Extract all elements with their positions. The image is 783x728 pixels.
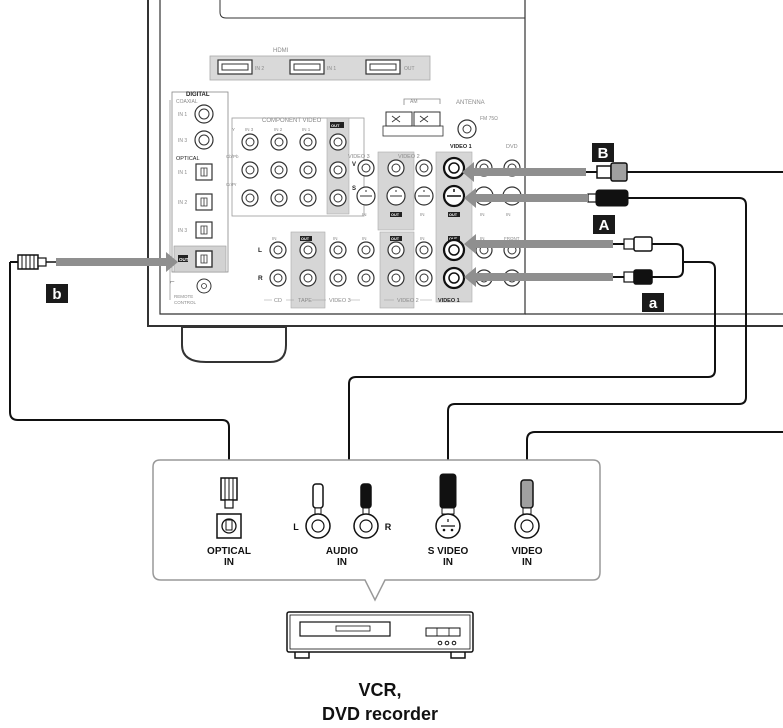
fm-antenna-jack — [458, 120, 476, 138]
svg-text:V: V — [352, 162, 356, 168]
component-jacks — [242, 134, 346, 206]
device-name-line1: VCR, — [358, 680, 401, 700]
svg-text:B: B — [598, 145, 609, 162]
digital-title: DIGITAL — [186, 92, 210, 98]
hdmi-out-label: OUT — [404, 66, 415, 72]
svg-text:L: L — [293, 522, 299, 532]
svg-text:A: A — [599, 217, 610, 234]
svg-text:IN 2: IN 2 — [274, 127, 283, 132]
digital-section: DIGITAL COAXIAL IN 1 IN 3 OPTICAL IN 1 I… — [170, 92, 228, 305]
svg-text:IN: IN — [420, 236, 425, 241]
svg-text:IN 3: IN 3 — [178, 228, 187, 234]
hdmi-out-port — [366, 60, 400, 74]
optical-cable-b — [10, 262, 229, 478]
plug-b-optical — [18, 255, 56, 269]
optical-label: OPTICAL — [176, 156, 200, 162]
hdmi-in1-port — [290, 60, 324, 74]
vcr-device-icon — [287, 612, 473, 658]
svg-text:IN 3: IN 3 — [245, 127, 254, 132]
svg-text:VIDEO 2: VIDEO 2 — [397, 298, 419, 304]
video1-video-jack — [444, 158, 464, 178]
svg-text:IN: IN — [443, 557, 453, 568]
antenna-section: AM ANTENNA FM 75Ω — [383, 99, 498, 138]
svg-text:CD: CD — [274, 298, 282, 304]
svg-text:b: b — [52, 286, 61, 303]
svg-text:IN 1: IN 1 — [178, 170, 187, 176]
svg-text:FM 75Ω: FM 75Ω — [480, 116, 498, 122]
am-terminal-1 — [386, 112, 412, 126]
svg-text:OUT: OUT — [331, 123, 340, 128]
remote-control-jack — [197, 279, 211, 293]
svg-text:TAPE: TAPE — [298, 298, 312, 304]
optical-out-label: OUT — [179, 257, 189, 262]
svg-text:IN: IN — [506, 212, 511, 217]
video1-audio-out-r-jack — [444, 268, 464, 288]
svg-text:REMOTE: REMOTE — [174, 294, 193, 299]
svg-text:⌐: ⌐ — [170, 277, 175, 286]
hdmi-in1-label: IN 1 — [327, 66, 336, 72]
svg-text:OPTICAL: OPTICAL — [207, 546, 251, 557]
svg-text:Cr/Pr: Cr/Pr — [226, 182, 237, 187]
device-name-line2: DVD recorder — [322, 704, 438, 724]
svg-text:IN: IN — [420, 212, 425, 217]
antenna-title: ANTENNA — [456, 100, 485, 106]
svg-text:IN 3: IN 3 — [178, 138, 187, 144]
svg-text:IN: IN — [522, 557, 532, 568]
svg-text:IN: IN — [362, 212, 367, 217]
svg-text:VIDEO 2: VIDEO 2 — [398, 154, 420, 160]
svg-text:IN: IN — [337, 557, 347, 568]
svg-text:OUT: OUT — [391, 213, 400, 217]
svg-text:IN 1: IN 1 — [178, 112, 187, 118]
coaxial-in3-jack — [195, 131, 213, 149]
video1-audio-out-l-jack — [444, 240, 464, 260]
svideo-cable-a — [448, 198, 746, 475]
svg-text:IN: IN — [480, 212, 485, 217]
coaxial-label: COAXIAL — [176, 99, 198, 105]
svg-text:IN: IN — [362, 236, 367, 241]
svg-text:VIDEO: VIDEO — [511, 546, 542, 557]
hdmi-in2-label: IN 2 — [255, 66, 264, 72]
component-video-section: COMPONENT VIDEO Y IN 3 IN 2 IN 1 OUT Cb/… — [226, 118, 364, 216]
video1-bottom-label: VIDEO 1 — [438, 298, 460, 304]
component-video-title: COMPONENT VIDEO — [262, 118, 322, 124]
plug-a-audio-l — [613, 237, 652, 251]
svg-text:S VIDEO: S VIDEO — [428, 546, 469, 557]
svg-text:OUT: OUT — [449, 213, 458, 217]
svg-text:VIDEO 3: VIDEO 3 — [329, 298, 351, 304]
svg-text:AM: AM — [410, 99, 418, 105]
svg-text:OUT: OUT — [391, 237, 400, 241]
video1-top-label: VIDEO 1 — [450, 144, 472, 150]
svg-text:OUT: OUT — [301, 237, 310, 241]
svg-text:AUDIO: AUDIO — [326, 546, 358, 557]
svg-text:Y: Y — [232, 127, 235, 132]
svg-text:CONTROL: CONTROL — [174, 300, 196, 305]
svg-text:Cb/Pb: Cb/Pb — [226, 154, 239, 159]
svg-text:a: a — [649, 295, 658, 312]
hdmi-in2-port — [218, 60, 252, 74]
svg-text:IN: IN — [333, 236, 338, 241]
svg-text:IN: IN — [272, 236, 277, 241]
plug-b-video — [586, 163, 627, 181]
am-terminal-2 — [414, 112, 440, 126]
svg-text:IN 2: IN 2 — [178, 200, 187, 206]
audio-l-label: L — [258, 247, 262, 254]
svg-text:R: R — [385, 522, 392, 532]
hdmi-title: HDMI — [273, 48, 289, 54]
coaxial-in1-jack — [195, 105, 213, 123]
svg-text:IN 1: IN 1 — [302, 127, 311, 132]
svg-text:IN: IN — [224, 557, 234, 568]
svg-text:DVD: DVD — [506, 144, 518, 150]
svg-text:VIDEO 3: VIDEO 3 — [348, 154, 370, 160]
audio-r-label: R — [258, 275, 263, 282]
hdmi-section: HDMI IN 2 IN 1 OUT — [210, 48, 430, 80]
svg-text:S: S — [352, 186, 356, 192]
device-jack-panel: OPTICAL IN L R AUDIO IN S VIDEO IN — [153, 460, 600, 600]
plug-a-audio-r — [613, 270, 652, 284]
plug-a-svideo — [588, 190, 628, 206]
